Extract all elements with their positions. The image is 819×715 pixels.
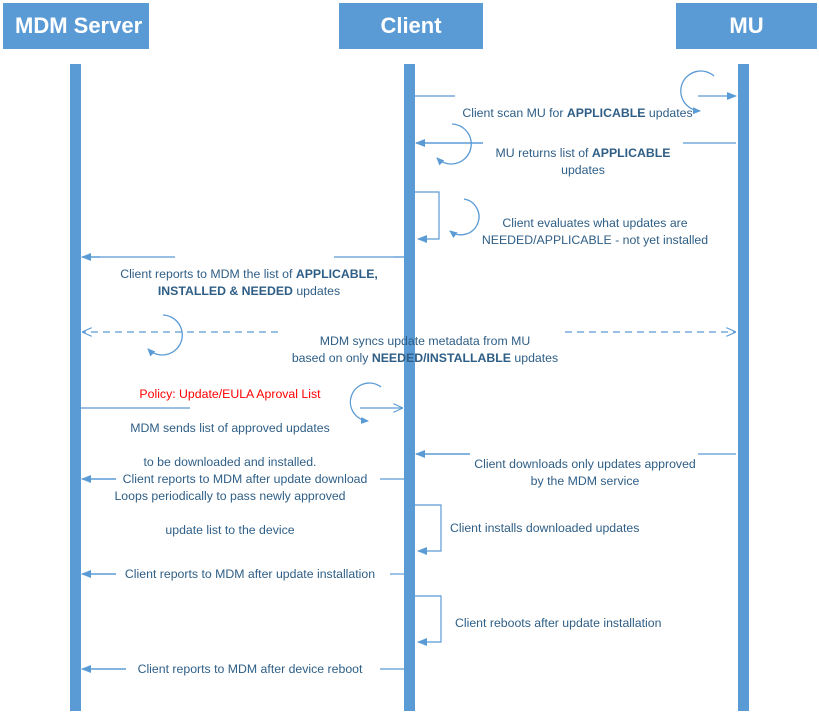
arrow-mdm-sends-approved: [81, 382, 402, 424]
lane-label-client: Client: [380, 13, 442, 38]
arrow-client-installs-self: [415, 504, 442, 555]
arrow-client-evaluates-self: [415, 191, 480, 243]
arrow-client-reboots-self: [415, 595, 442, 646]
lifeline-client: [404, 64, 415, 711]
lane-label-mu: MU: [729, 13, 764, 38]
arrow-mu-returns-list: [415, 123, 736, 166]
lifeline-mu: [738, 64, 749, 711]
arrow-client-scan-mu: [415, 70, 737, 115]
lane-header-mdm-server: MDM Server: [3, 3, 149, 49]
lane-label-mdm-server: MDM Server: [15, 13, 143, 38]
lifeline-mdm-server: [70, 64, 81, 711]
lane-header-client: Client: [339, 3, 483, 49]
arrow-mdm-syncs-metadata: [83, 314, 735, 357]
lane-header-mu: MU: [676, 3, 817, 49]
